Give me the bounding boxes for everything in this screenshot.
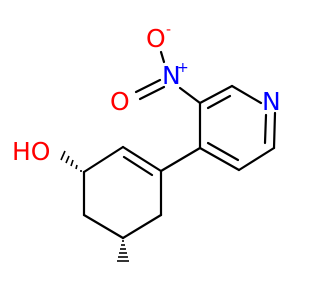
bond-nitro-n-o-top: [159, 50, 166, 64]
bond-pyr-c6-n: [272, 111, 277, 150]
cyclohexene-ring: [82, 145, 202, 240]
bond-pyr-c2-c3-inner: [206, 94, 232, 110]
bond-ring-c2-c3-inner: [122, 155, 154, 177]
nitro-o-top-charge: -: [166, 22, 171, 38]
nitro-n-charge: +: [177, 60, 189, 76]
bond-ring-c5-c6: [82, 213, 125, 240]
nitro-n-label: N: [162, 61, 181, 90]
bond-pyr-n-c2: [230, 84, 263, 105]
pyridine-ring: [198, 84, 277, 172]
bond-nitro-n-o-left-a: [134, 78, 162, 94]
hashed-wedge-c5-methyl: [117, 240, 129, 262]
hashed-wedge-c1-oh: [60, 150, 82, 172]
bond-c3-nitro-n: [178, 86, 202, 105]
bond-pyr-c2-c3: [198, 84, 234, 105]
nitro-o-top-label: O: [146, 24, 166, 53]
bond-pyr-c4-c5: [198, 146, 241, 172]
bond-pyr-c4-c5-inner: [206, 141, 240, 162]
bond-ring-c3-pyr-c4: [159, 146, 202, 173]
nitro-o-left-label: O: [110, 87, 130, 116]
chemical-structure-diagram: HO N + O - O N: [12, 22, 281, 262]
bond-pyr-c5-c6: [237, 146, 276, 172]
nitro-group: [134, 50, 202, 105]
hydroxyl-label: HO: [12, 137, 50, 166]
bond-ring-c1-c2: [82, 145, 125, 174]
bond-ring-c4-c5: [121, 213, 163, 240]
bond-ring-c2-c3: [121, 145, 163, 173]
bond-nitro-n-o-left-b: [138, 85, 166, 101]
bond-pyr-c6-n-inner: [263, 113, 268, 145]
pyridine-n-label: N: [262, 87, 281, 116]
